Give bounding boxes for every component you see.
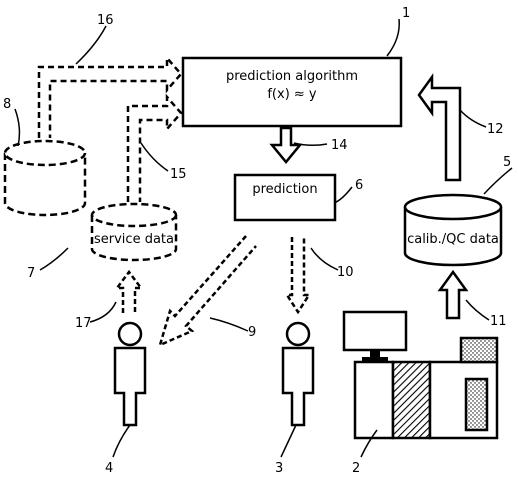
leader-15 bbox=[140, 142, 169, 172]
ref-9: 9 bbox=[248, 325, 256, 340]
arrow-service-data-to-algorithm bbox=[126, 93, 183, 202]
leader-14 bbox=[293, 142, 328, 147]
ref-4: 4 bbox=[105, 461, 113, 476]
prediction-algorithm-box: prediction algorithm f(x) ≈ y bbox=[181, 56, 403, 128]
ref-15: 15 bbox=[170, 167, 187, 182]
leader-8 bbox=[14, 108, 21, 147]
ref-10: 10 bbox=[337, 265, 354, 280]
prediction-algorithm-formula: f(x) ≈ y bbox=[267, 87, 317, 102]
prediction-algorithm-title: prediction algorithm bbox=[226, 69, 358, 84]
leader-16 bbox=[75, 25, 107, 65]
leader-17 bbox=[89, 301, 117, 323]
service-data-database: service data bbox=[90, 202, 178, 262]
ref-8: 8 bbox=[3, 97, 11, 112]
database-8 bbox=[3, 139, 87, 217]
ref-14: 14 bbox=[331, 138, 348, 153]
leader-2 bbox=[360, 429, 378, 458]
leader-3 bbox=[280, 424, 297, 458]
leader-12 bbox=[459, 109, 487, 128]
leader-11 bbox=[465, 299, 490, 321]
prediction-box: prediction bbox=[233, 173, 337, 222]
arrow-user-to-service-data bbox=[114, 269, 144, 313]
leader-6 bbox=[333, 186, 353, 204]
user-person-icon bbox=[113, 321, 147, 427]
leader-7 bbox=[39, 247, 69, 271]
leader-5 bbox=[483, 167, 513, 195]
leader-lines bbox=[14, 18, 513, 458]
arrow-calib-to-algorithm bbox=[417, 73, 462, 182]
reference-numerals: 1 16 8 14 15 12 5 6 7 10 9 17 11 4 3 2 bbox=[3, 6, 511, 476]
technician-person-icon bbox=[281, 321, 315, 427]
ref-1: 1 bbox=[402, 6, 410, 21]
leader-4 bbox=[112, 424, 131, 458]
arrow-prediction-to-technician bbox=[284, 237, 312, 315]
leader-10 bbox=[310, 247, 339, 271]
ref-16: 16 bbox=[97, 13, 114, 28]
service-data-label: service data bbox=[94, 232, 174, 247]
leader-1 bbox=[386, 18, 400, 57]
ref-5: 5 bbox=[503, 155, 511, 170]
arrow-analyzer-to-calib bbox=[437, 269, 469, 320]
ref-7: 7 bbox=[27, 266, 35, 281]
ref-6: 6 bbox=[355, 178, 363, 193]
analyzer-instrument bbox=[342, 310, 499, 440]
calib-qc-label: calib./QC data bbox=[407, 232, 499, 247]
arrow-prediction-to-user bbox=[158, 235, 257, 348]
ref-2: 2 bbox=[352, 461, 360, 476]
calib-qc-database: calib./QC data bbox=[403, 193, 503, 267]
arrow-db8-to-algorithm bbox=[37, 54, 183, 138]
prediction-label: prediction bbox=[252, 182, 317, 197]
arrow-algorithm-to-prediction bbox=[269, 126, 303, 164]
ref-11: 11 bbox=[490, 314, 507, 329]
ref-3: 3 bbox=[275, 461, 283, 476]
leader-9 bbox=[209, 317, 249, 332]
ref-17: 17 bbox=[75, 316, 92, 331]
ref-12: 12 bbox=[487, 122, 504, 137]
